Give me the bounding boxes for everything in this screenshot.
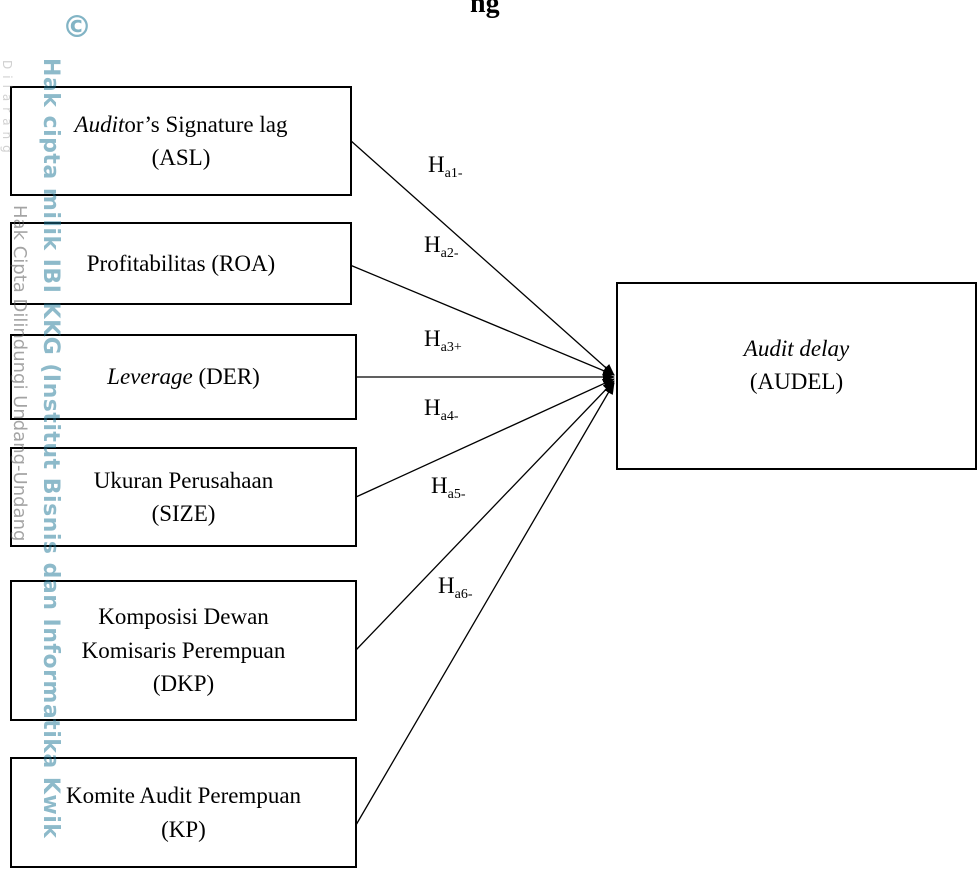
variable-roa-line1: Profitabilitas (ROA) xyxy=(86,250,276,276)
hypothesis-label-h5: Ha5- xyxy=(431,473,466,503)
variable-size-line1: Ukuran Perusahaan xyxy=(93,467,274,493)
hypothesis-h3-sub: a3+ xyxy=(440,340,462,355)
hypothesis-h2-main: H xyxy=(424,232,441,257)
hypothesis-h2-sub: a2- xyxy=(440,246,459,261)
figure-title-fragment: ng xyxy=(470,0,500,19)
hypothesis-h6-sub: a6- xyxy=(454,587,473,602)
variable-dkp-line1: Komposisi Dewan xyxy=(98,604,269,630)
dependent-audel-line1: Audit delay xyxy=(743,336,850,361)
hypothesis-h3-main: H xyxy=(424,326,441,351)
watermark-side-text: Hak Cipta Dilindungi Undang-Undang xyxy=(9,205,30,542)
variable-asl-line1: Auditor’s Signature lag xyxy=(75,108,288,141)
hypothesis-h4-main: H xyxy=(424,395,441,420)
variable-der-line1: Leverage (DER) xyxy=(107,360,260,393)
hypothesis-label-h1: Ha1- xyxy=(428,152,463,182)
variable-kp-line1: Komite Audit Perempuan xyxy=(65,783,302,809)
variable-asl-italic: Audit xyxy=(74,111,125,137)
variable-asl-rest: or’s Signature lag xyxy=(124,111,288,137)
arrow-asl-to-audel xyxy=(349,139,615,376)
variable-box-dkp: Komposisi Dewan Komisaris Perempuan (DKP… xyxy=(10,580,357,721)
variable-dkp-line3: (DKP) xyxy=(152,671,215,697)
hypothesis-label-h2: Ha2- xyxy=(424,232,459,262)
variable-box-der: Leverage (DER) xyxy=(10,334,357,420)
hypothesis-h5-sub: a5- xyxy=(447,487,466,502)
hypothesis-h1-main: H xyxy=(428,152,445,177)
hypothesis-label-h6: Ha6- xyxy=(438,573,473,603)
dependent-audel-line2: (AUDEL) xyxy=(749,369,844,395)
variable-box-roa: Profitabilitas (ROA) xyxy=(10,222,352,305)
hypothesis-label-h4: Ha4- xyxy=(424,395,459,425)
dependent-box-audel: Audit delay (AUDEL) xyxy=(616,282,977,470)
variable-der-rest: (DER) xyxy=(192,364,260,390)
arrow-size-to-audel xyxy=(355,378,615,498)
arrow-kp-to-audel xyxy=(355,382,615,826)
variable-dkp-line2: Komisaris Perempuan xyxy=(81,637,286,663)
hypothesis-h4-sub: a4- xyxy=(440,409,459,424)
variable-der-italic: Leverage xyxy=(107,364,193,390)
variable-asl-line2: (ASL) xyxy=(151,145,211,170)
variable-box-asl: Auditor’s Signature lag (ASL) xyxy=(10,86,352,196)
copyright-watermark-icon: © xyxy=(62,10,92,45)
hypothesis-label-h3: Ha3+ xyxy=(424,326,462,356)
arrow-dkp-to-audel xyxy=(355,380,615,651)
hypothesis-h5-main: H xyxy=(431,473,448,498)
variable-box-size: Ukuran Perusahaan (SIZE) xyxy=(10,447,357,547)
variable-kp-line2: (KP) xyxy=(161,816,206,842)
variable-box-kp: Komite Audit Perempuan (KP) xyxy=(10,757,357,868)
hypothesis-h1-sub: a1- xyxy=(444,166,463,181)
hypothesis-h6-main: H xyxy=(438,573,455,598)
watermark-edge-text: Dilarang xyxy=(0,60,14,159)
variable-size-line2: (SIZE) xyxy=(151,501,216,526)
watermark-main-text: Hak cipta milik IBI KKG (Institut Bisnis… xyxy=(38,58,63,839)
arrow-roa-to-audel xyxy=(349,264,615,376)
